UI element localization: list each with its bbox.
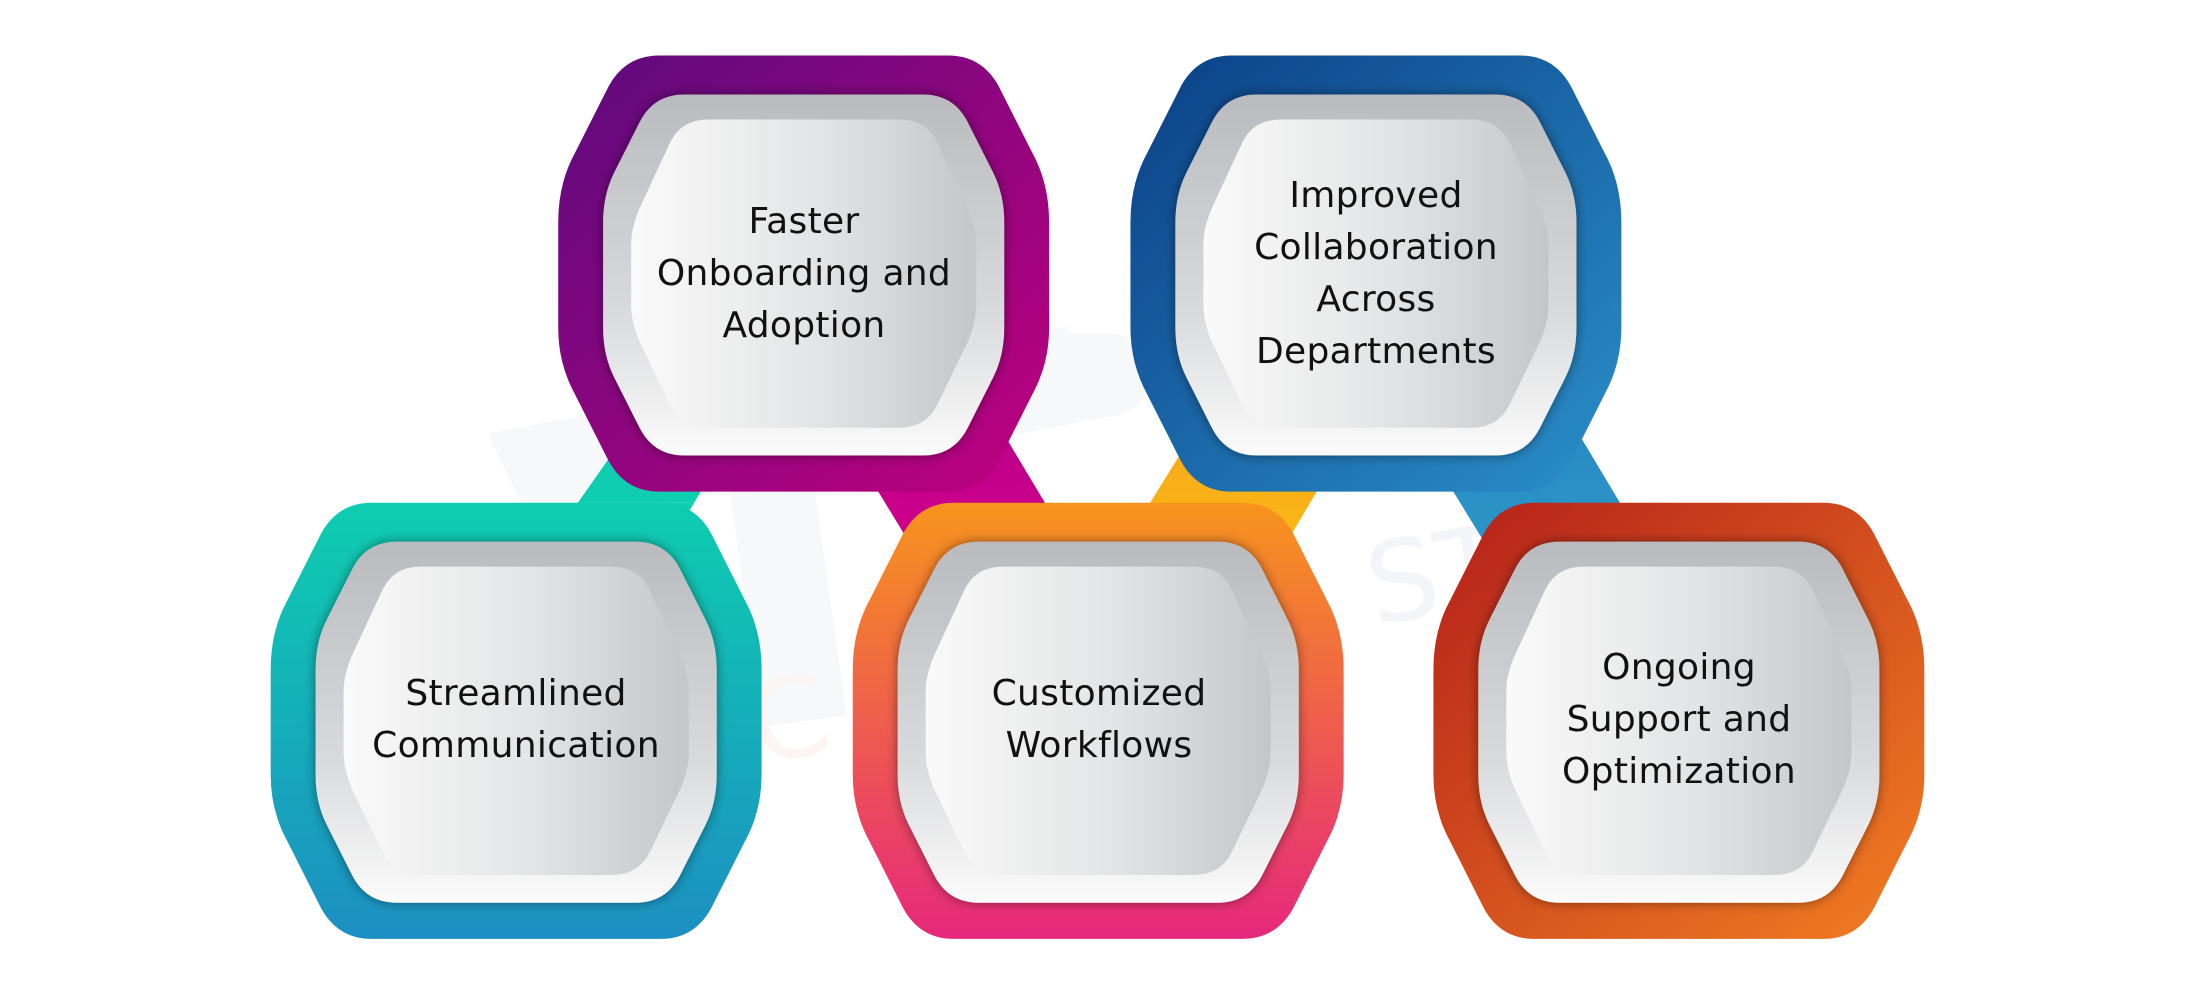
- hexagon-streamlined: [270, 502, 762, 939]
- label-line: Support and: [1566, 699, 1792, 740]
- label-line: Onboarding and: [656, 253, 952, 294]
- label-line: Communication: [372, 725, 660, 766]
- label-line: Workflows: [1005, 725, 1193, 766]
- label-line: Departments: [1256, 331, 1496, 372]
- label-line: Customized: [991, 673, 1207, 714]
- hexagon-customized: [852, 502, 1344, 939]
- label-line: Across: [1316, 279, 1436, 320]
- label-ongoing: Ongoing Support and Optimization: [1562, 642, 1796, 798]
- label-line: Adoption: [722, 305, 886, 346]
- label-line: Improved: [1289, 175, 1463, 216]
- hexagon-ongoing: [1433, 502, 1925, 939]
- hexagon-faster: [558, 55, 1050, 492]
- label-customized: Customized Workflows: [992, 668, 1207, 772]
- label-streamlined: Streamlined Communication: [372, 668, 660, 772]
- label-line: Ongoing: [1602, 647, 1756, 688]
- hexagon-improved: [1130, 55, 1622, 492]
- label-line: Optimization: [1562, 751, 1796, 792]
- label-line: Collaboration: [1254, 227, 1498, 268]
- label-line: Faster: [748, 201, 860, 242]
- label-faster: Faster Onboarding and Adoption: [657, 196, 951, 352]
- label-improved: Improved Collaboration Across Department…: [1254, 170, 1498, 378]
- label-line: Streamlined: [405, 673, 627, 714]
